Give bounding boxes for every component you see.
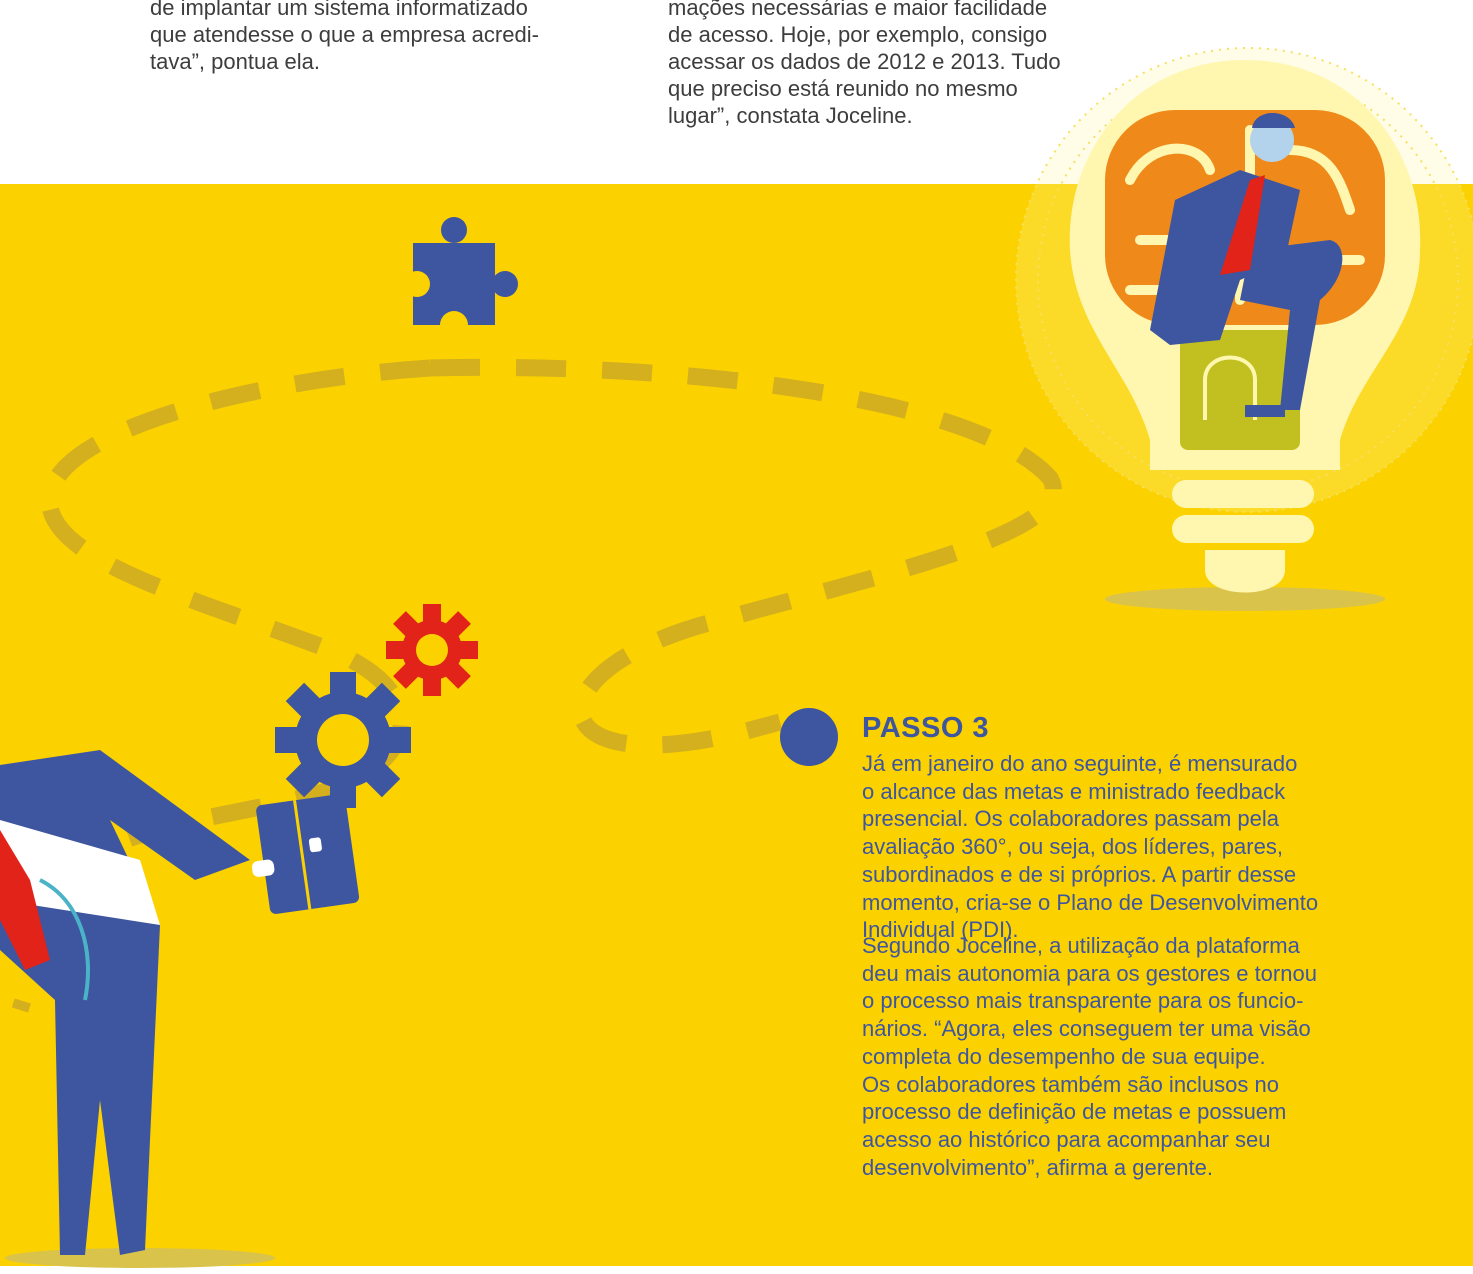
text-line: completa do desempenho de sua equipe.	[862, 1043, 1266, 1069]
top-left-text: de implantar um sistema informatizado qu…	[150, 0, 610, 75]
businessman-with-briefcase	[0, 750, 360, 1268]
text-line: de acesso. Hoje, por exemplo, consigo	[668, 22, 1048, 47]
lightbulb-thinker	[1069, 60, 1421, 611]
text-line: que atendesse o que a empresa acredi-	[150, 22, 539, 47]
text-line: tava”, pontua ela.	[150, 49, 321, 74]
puzzle-piece-icon	[404, 217, 518, 339]
text-line: Individual (PDI).	[862, 917, 1019, 943]
step-marker-dot	[780, 708, 838, 766]
text-line: acessar os dados de 2012 e 2013. Tudo	[668, 49, 1061, 74]
text-line: nários. “Agora, eles conseguem ter uma v…	[862, 1016, 1311, 1042]
step-title: PASSO 3	[862, 712, 990, 744]
text-line: de implantar um sistema informatizado	[150, 0, 528, 20]
text-line: subordinados e de si próprios. A partir …	[862, 861, 1297, 887]
bottom-strip	[0, 1266, 1473, 1274]
gear-icon	[275, 672, 411, 808]
text-line: processo de definição de metas e possuem	[862, 1099, 1287, 1125]
text-line: desenvolvimento”, afirma a gerente.	[862, 1154, 1213, 1180]
text-line: mações necessárias e maior facilidade	[668, 0, 1048, 20]
step-paragraph-1: Já em janeiro do ano seguinte, é mensura…	[862, 750, 1422, 944]
text-line: Já em janeiro do ano seguinte, é mensura…	[862, 751, 1298, 776]
text-line: lugar”, constata Joceline.	[668, 103, 913, 128]
text-line: Segundo Joceline, a utilização da plataf…	[862, 933, 1300, 958]
dashed-path	[11, 358, 1062, 1013]
text-line: acesso ao histórico para acompanhar seu	[862, 1126, 1271, 1152]
text-line: o processo mais transparente para os fun…	[862, 988, 1304, 1014]
gear-icon	[386, 604, 478, 696]
text-line: que preciso está reunido no mesmo	[668, 76, 1018, 101]
text-line: momento, cria-se o Plano de Desenvolvime…	[862, 889, 1319, 915]
text-line: avaliação 360°, ou seja, dos líderes, pa…	[862, 834, 1283, 860]
text-line: presencial. Os colaboradores passam pela	[862, 806, 1280, 832]
text-line: o alcance das metas e ministrado feedbac…	[862, 778, 1286, 804]
text-line: deu mais autonomia para os gestores e to…	[862, 960, 1317, 986]
step-paragraph-2: Segundo Joceline, a utilização da plataf…	[862, 932, 1422, 1181]
text-line: Os colaboradores também são inclusos no	[862, 1071, 1279, 1097]
top-middle-text: mações necessárias e maior facilidade de…	[668, 0, 1128, 129]
